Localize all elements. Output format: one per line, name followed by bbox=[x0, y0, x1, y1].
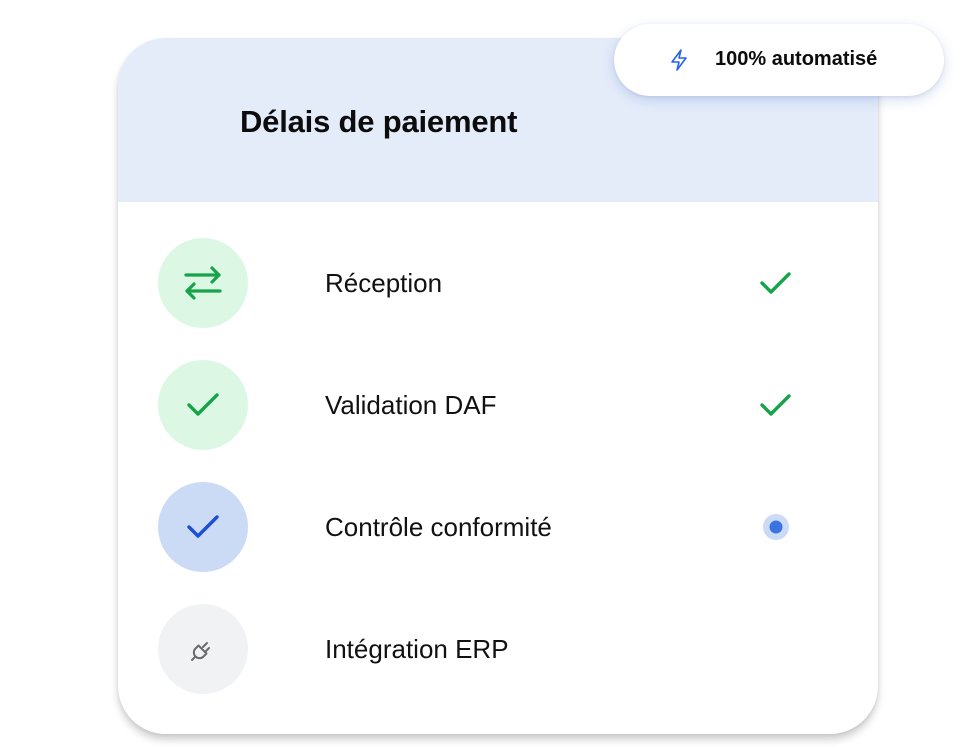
step-status-done bbox=[756, 265, 796, 301]
step-label: Réception bbox=[325, 268, 443, 298]
step-label: Intégration ERP bbox=[325, 634, 509, 664]
check-icon bbox=[760, 272, 791, 294]
step-label: Contrôle conformité bbox=[325, 512, 552, 542]
step-status-in-progress bbox=[756, 509, 796, 545]
check-icon bbox=[187, 515, 219, 538]
step-reception: Réception bbox=[158, 238, 838, 328]
step-status-done bbox=[756, 387, 796, 423]
badge-label: 100% automatisé bbox=[715, 48, 878, 70]
lightning-icon bbox=[671, 49, 687, 71]
step-icon-badge bbox=[158, 360, 248, 450]
card-title: Délais de paiement bbox=[240, 104, 518, 139]
transfer-arrows-icon bbox=[184, 266, 222, 300]
check-icon bbox=[187, 393, 219, 416]
automation-badge: 100% automatisé bbox=[614, 24, 944, 96]
progress-dot-icon bbox=[763, 514, 789, 540]
step-validation-daf: Validation DAF bbox=[158, 360, 838, 450]
step-icon-badge bbox=[158, 604, 248, 694]
step-controle-conformite: Contrôle conformité bbox=[158, 482, 838, 572]
step-label: Validation DAF bbox=[325, 390, 497, 420]
step-integration-erp: Intégration ERP bbox=[158, 604, 838, 694]
check-icon bbox=[760, 394, 791, 416]
step-icon-badge bbox=[158, 482, 248, 572]
payment-terms-card: Délais de paiement Réception bbox=[118, 38, 878, 734]
plug-icon bbox=[191, 642, 210, 661]
step-icon-badge bbox=[158, 238, 248, 328]
